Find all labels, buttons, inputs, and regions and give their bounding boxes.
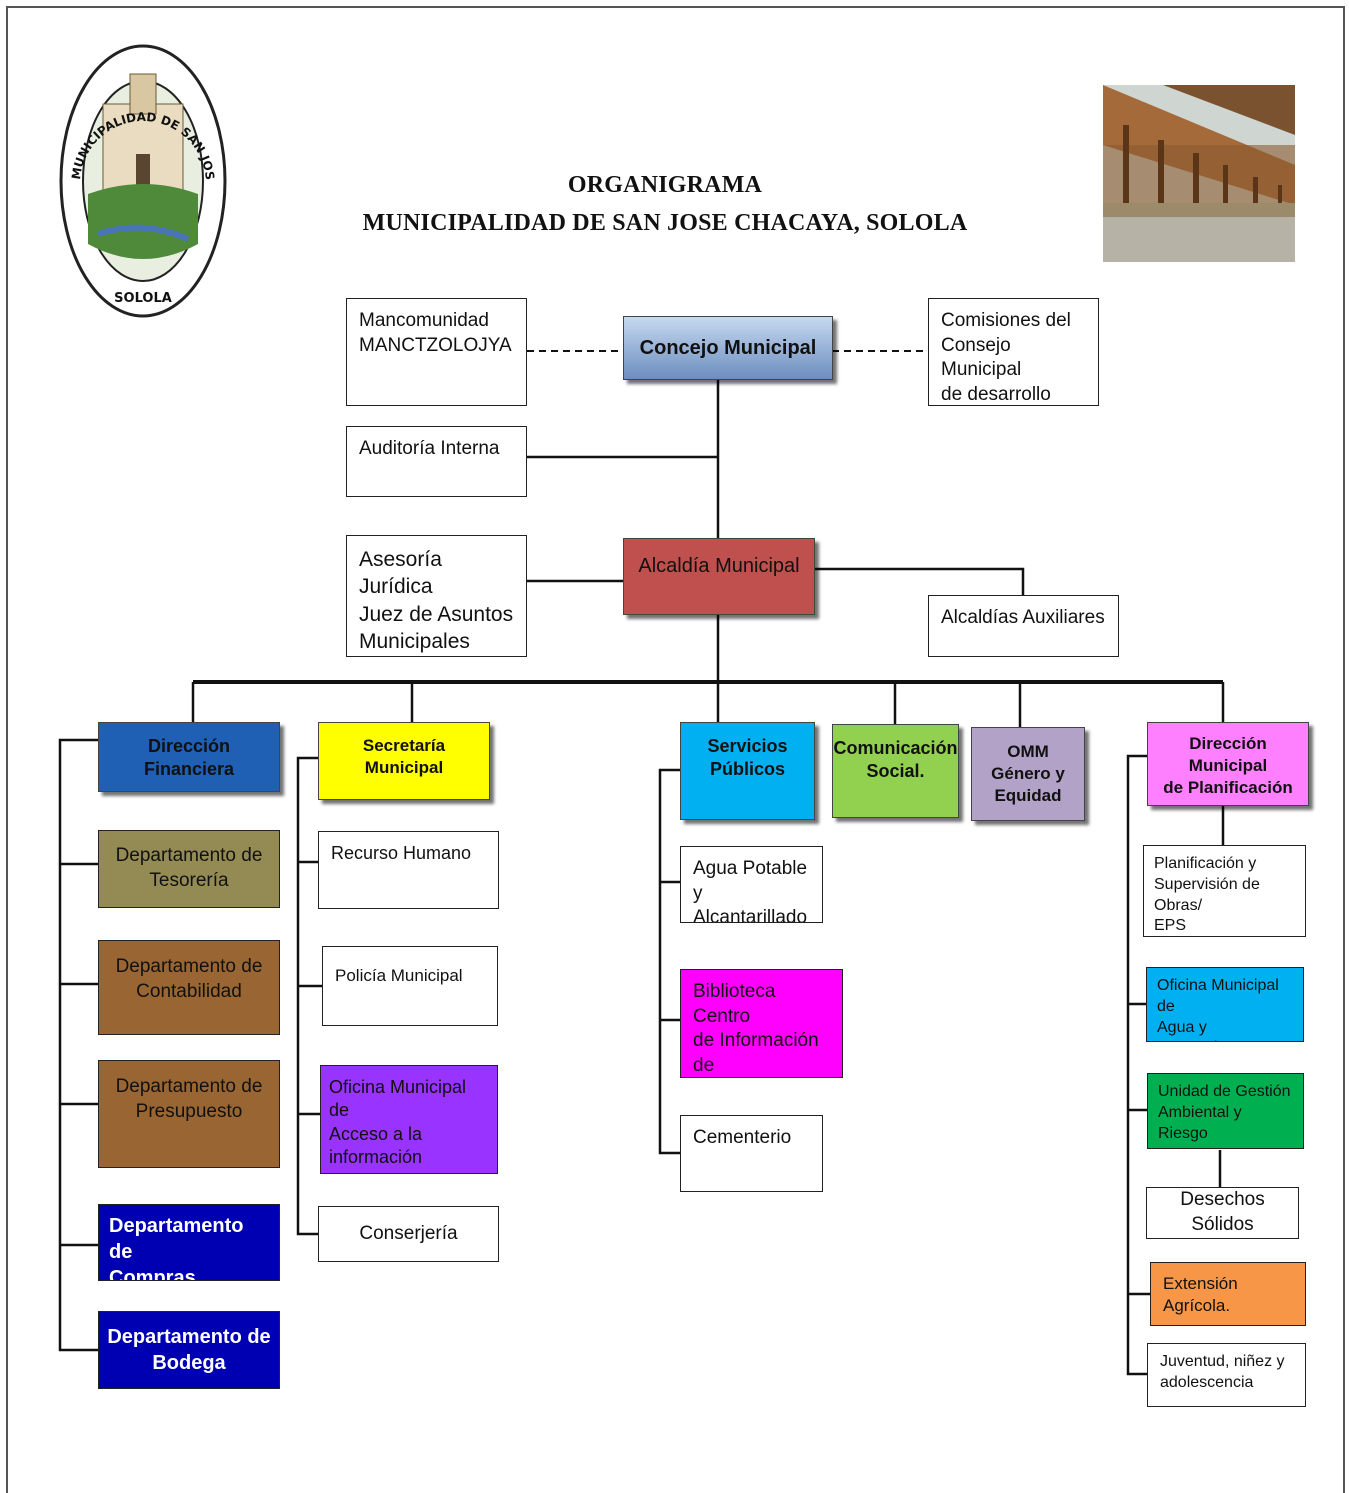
node-biblioteca: Biblioteca Centro de Información de Info… xyxy=(680,969,843,1078)
node-comisiones: Comisiones del Consejo Municipal de desa… xyxy=(928,298,1099,406)
node-planificacion-supervision: Planificación y Supervisión de Obras/ EP… xyxy=(1143,845,1306,937)
node-recurso-humano: Recurso Humano xyxy=(318,831,499,909)
spine-financiera xyxy=(58,738,98,1352)
node-omm-genero-equidad: OMM Género y Equidad xyxy=(971,727,1085,821)
node-secretaria-municipal: Secretaría Municipal xyxy=(318,722,490,800)
node-desechos-solidos: Desechos Sólidos xyxy=(1146,1187,1299,1239)
line-auxiliares xyxy=(815,567,1025,595)
node-policia-municipal: Policía Municipal xyxy=(322,946,498,1026)
node-mancomunidad: Mancomunidad MANCTZOLOJYA xyxy=(346,298,527,406)
page-frame xyxy=(6,6,1345,1493)
seal-text-bottom: SOLOLA xyxy=(114,291,172,306)
node-conserjeria: Conserjería xyxy=(318,1206,499,1262)
node-direccion-planificacion: Dirección Municipal de Planificación xyxy=(1147,722,1309,806)
chart-title-line1: ORGANIGRAMA xyxy=(567,172,763,198)
spine-secretaria xyxy=(296,756,322,1236)
node-asesoria-juridica: Asesoría Jurídica Juez de Asuntos Munici… xyxy=(346,535,527,657)
spine-planificacion xyxy=(1126,754,1150,1376)
node-alcaldias-auxiliares: Alcaldías Auxiliares xyxy=(928,595,1119,657)
node-cementerio: Cementerio xyxy=(680,1115,823,1192)
municipal-building-photo xyxy=(1103,85,1295,262)
node-oficina-agua-saneamiento: Oficina Municipal de Agua y saneamiento xyxy=(1146,967,1304,1042)
node-direccion-financiera: Dirección Financiera xyxy=(98,722,280,792)
node-oficina-acceso-informacion: Oficina Municipal de Acceso a la informa… xyxy=(320,1065,498,1174)
node-auditoria-interna: Auditoría Interna xyxy=(346,426,527,497)
node-comunicacion-social: Comunicación Social. xyxy=(832,724,959,818)
node-departamento-contabilidad: Departamento de Contabilidad xyxy=(98,940,280,1035)
node-agua-potable: Agua Potable y Alcantarillado xyxy=(680,846,823,923)
node-juventud-ninez: Juventud, niñez y adolescencia xyxy=(1147,1343,1306,1407)
node-departamento-compras: Departamento de Compras xyxy=(98,1204,280,1281)
node-departamento-tesoreria: Departamento de Tesorería xyxy=(98,830,280,908)
node-alcaldia-municipal: Alcaldía Municipal xyxy=(623,538,815,615)
node-concejo-municipal: Concejo Municipal xyxy=(623,316,833,380)
chart-title-line2: MUNICIPALIDAD DE SAN JOSE CHACAYA, SOLOL… xyxy=(362,210,968,236)
node-gestion-ambiental: Unidad de Gestión Ambiental y Riesgo xyxy=(1147,1073,1304,1149)
spine-servicios xyxy=(658,768,680,1155)
node-departamento-bodega: Departamento de Bodega xyxy=(98,1311,280,1389)
node-departamento-presupuesto: Departamento de Presupuesto xyxy=(98,1060,280,1168)
node-servicios-publicos: Servicios Públicos xyxy=(680,722,815,820)
node-extension-agricola: Extensión Agrícola. xyxy=(1150,1262,1306,1326)
municipal-seal-logo: MUNICIPALIDAD DE SAN JOSE CHACAYA SOLOLA xyxy=(58,44,227,318)
